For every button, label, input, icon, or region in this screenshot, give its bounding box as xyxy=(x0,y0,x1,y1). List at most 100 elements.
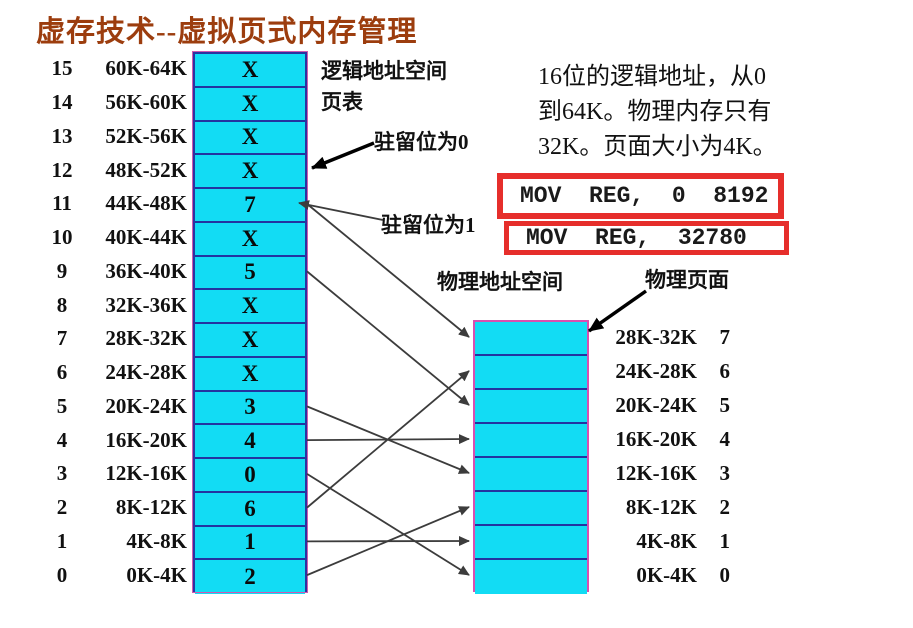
page-table-label: 页表 xyxy=(321,90,363,114)
page-address-range: 28K-32K xyxy=(105,326,187,351)
mapping-arrow-5-to-3 xyxy=(306,405,470,474)
logical-address-space-label: 逻辑地址空间 xyxy=(321,59,447,83)
page-index: 11 xyxy=(52,191,72,216)
page-index: 8 xyxy=(56,292,68,317)
page-table-cell-5: 3 xyxy=(195,391,305,426)
page-index: 0 xyxy=(56,562,68,587)
page-index: 3 xyxy=(56,461,68,486)
page-address-range: 52K-56K xyxy=(105,123,187,148)
frame-number: 7 xyxy=(719,324,731,349)
physical-frame-label-7: 28K-32K 7 xyxy=(602,320,732,354)
mapping-arrow-4-to-4 xyxy=(306,434,470,445)
physical-frame-label-0: 0K-4K 0 xyxy=(602,558,732,592)
page-table-row-4: 4 16K-20K xyxy=(0,423,193,457)
note-line-2: 到64K。物理内存只有 xyxy=(538,99,772,125)
frame-address-range: 0K-4K xyxy=(636,562,697,587)
page-table-cell-2: 6 xyxy=(195,492,305,527)
page-table-cell-11: 7 xyxy=(195,189,305,223)
page-address-range: 56K-60K xyxy=(105,90,187,115)
page-address-range: 32K-36K xyxy=(105,292,187,317)
physical-frame-cell-7 xyxy=(475,322,587,356)
page-table-cell-1: 1 xyxy=(195,526,305,561)
page-table-cell-15: X xyxy=(195,54,305,88)
page-table-cell-13: X xyxy=(195,121,305,156)
page-index: 9 xyxy=(56,258,68,283)
page-table-cell-8: X xyxy=(195,290,305,324)
page-index: 13 xyxy=(51,123,73,148)
page-table-cell-0: 2 xyxy=(195,560,305,594)
mapping-arrow-3-to-0 xyxy=(306,473,470,576)
resident-bit-0-arrow xyxy=(311,141,375,170)
physical-frame-cell-5 xyxy=(475,390,587,424)
physical-memory-stack xyxy=(473,320,589,594)
resident-bit-1-arrow xyxy=(298,200,384,221)
page-table-row-1: 1 4K-8K xyxy=(0,525,193,559)
frame-address-range: 12K-16K xyxy=(615,460,697,485)
page-index: 15 xyxy=(51,56,73,81)
page-address-range: 8K-12K xyxy=(115,495,187,520)
page-table-cell-12: X xyxy=(195,155,305,189)
frame-number: 2 xyxy=(719,494,731,519)
physical-frame-cell-1 xyxy=(475,526,587,560)
page-address-range: 40K-44K xyxy=(105,225,187,250)
physical-frame-label-4: 16K-20K 4 xyxy=(602,422,732,456)
frame-address-range: 8K-12K xyxy=(625,494,697,519)
page-table-row-3: 3 12K-16K xyxy=(0,457,193,491)
page-address-range: 24K-28K xyxy=(105,360,187,385)
page-index: 4 xyxy=(56,427,68,452)
mov-instruction-2: MOV REG, 32780 xyxy=(504,221,789,255)
page-address-range: 20K-24K xyxy=(105,393,187,418)
mov-instruction-1: MOV REG, 0 8192 xyxy=(497,173,784,219)
mapping-arrow-0-to-2 xyxy=(306,506,470,576)
physical-frame-cell-2 xyxy=(475,492,587,526)
page-table-cell-10: X xyxy=(195,222,305,257)
physical-frame-cell-4 xyxy=(475,424,587,458)
page-address-range: 36K-40K xyxy=(105,258,187,283)
physical-page-label: 物理页面 xyxy=(645,268,729,292)
resident-bit-0-label: 驻留位为0 xyxy=(374,130,469,154)
physical-frame-label-2: 8K-12K 2 xyxy=(602,490,732,524)
page-table-cell-3: 0 xyxy=(195,459,305,493)
physical-frame-label-5: 20K-24K 5 xyxy=(602,388,732,422)
page-table-cell-14: X xyxy=(195,87,305,122)
page-address-range: 44K-48K xyxy=(105,191,187,216)
page-address-range: 0K-4K xyxy=(126,562,187,587)
page-address-range: 60K-64K xyxy=(105,56,187,81)
page-address-range: 48K-52K xyxy=(105,157,187,182)
frame-address-range: 28K-32K xyxy=(615,324,697,349)
frame-number: 4 xyxy=(719,426,731,451)
page-address-range: 12K-16K xyxy=(105,461,187,486)
page-index: 6 xyxy=(56,360,68,385)
frame-address-range: 20K-24K xyxy=(615,392,697,417)
page-table-row-8: 8 32K-36K xyxy=(0,288,193,322)
description-note: 16位的逻辑地址，从0 到64K。物理内存只有 32K。页面大小为4K。 xyxy=(538,60,823,165)
page-table-row-2: 2 8K-12K xyxy=(0,491,193,525)
frame-address-range: 16K-20K xyxy=(615,426,697,451)
page-address-range: 16K-20K xyxy=(105,427,187,452)
physical-frame-cell-3 xyxy=(475,458,587,492)
page-table-row-0: 0 0K-4K xyxy=(0,558,193,592)
note-line-1: 16位的逻辑地址，从0 xyxy=(538,64,766,90)
slide-title: 虚存技术--虚拟页式内存管理 xyxy=(36,16,418,48)
frame-number: 5 xyxy=(719,392,731,417)
page-table-row-9: 9 36K-40K xyxy=(0,255,193,289)
page-index: 2 xyxy=(56,495,68,520)
frame-number: 6 xyxy=(719,358,731,383)
frame-number: 0 xyxy=(719,562,731,587)
frame-number: 3 xyxy=(719,460,731,485)
frame-number: 1 xyxy=(719,528,731,553)
page-table-row-15: 15 60K-64K xyxy=(0,52,193,86)
physical-frame-label-3: 12K-16K 3 xyxy=(602,456,732,490)
note-line-3: 32K。页面大小为4K。 xyxy=(538,134,777,160)
page-index: 1 xyxy=(56,528,68,553)
page-index: 5 xyxy=(56,393,68,418)
page-table-row-5: 5 20K-24K xyxy=(0,390,193,424)
page-address-range: 4K-8K xyxy=(126,528,187,553)
page-table-cell-7: X xyxy=(195,324,305,358)
